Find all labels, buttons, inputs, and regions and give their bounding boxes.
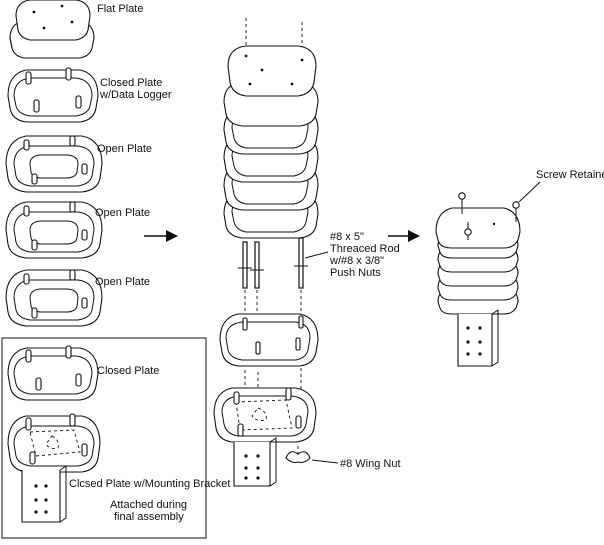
label-attached-2: final assembly — [114, 511, 184, 523]
rod-leader-line — [304, 251, 329, 259]
closed-plate-logger-drawing — [7, 67, 99, 123]
label-open-plate-1: Open Plate — [97, 143, 152, 155]
label-closed-plate-logger-2: w/Data Logger — [99, 89, 172, 101]
closed-plate-drawing — [7, 345, 99, 401]
arrow-right-1-icon — [144, 230, 178, 242]
wing-nut-leader-line — [311, 459, 339, 464]
label-attached-1: Attached during — [110, 499, 187, 511]
open-plate-1-drawing — [5, 135, 103, 193]
closed-plate-bracket-drawing — [7, 413, 101, 523]
label-closed-plate-logger-1: Closed Plate — [100, 77, 162, 89]
label-flat-plate: Flat Plate — [97, 3, 143, 15]
exploded-stack-drawing — [213, 18, 319, 487]
label-closed-plate-bracket: Clcsed Plate w/Mounting Bracket — [69, 478, 230, 490]
screw-retainer-leader-line — [518, 181, 541, 203]
label-screw-retainer: Screw Retainer — [536, 169, 604, 181]
arrow-right-2-icon — [388, 230, 420, 242]
open-plate-2-drawing — [5, 201, 103, 259]
label-wing-nut: #8 Wing Nut — [340, 458, 401, 470]
assembled-shield-drawing — [435, 192, 521, 367]
open-plate-3-drawing — [5, 269, 103, 327]
label-closed-plate: Closed Plate — [97, 365, 159, 377]
flat-plate-drawing — [9, 0, 95, 59]
label-rod-1: #8 x 5" — [330, 231, 364, 243]
label-open-plate-2: Open Plate — [95, 207, 150, 219]
label-rod-3: w/#8 x 3/8" — [329, 255, 384, 267]
final-assembly-box — [1, 337, 207, 539]
label-rod-4: Push Nuts — [330, 267, 381, 279]
label-open-plate-3: Open Plate — [95, 276, 150, 288]
label-rod-2: Threaced Rod — [330, 243, 400, 255]
